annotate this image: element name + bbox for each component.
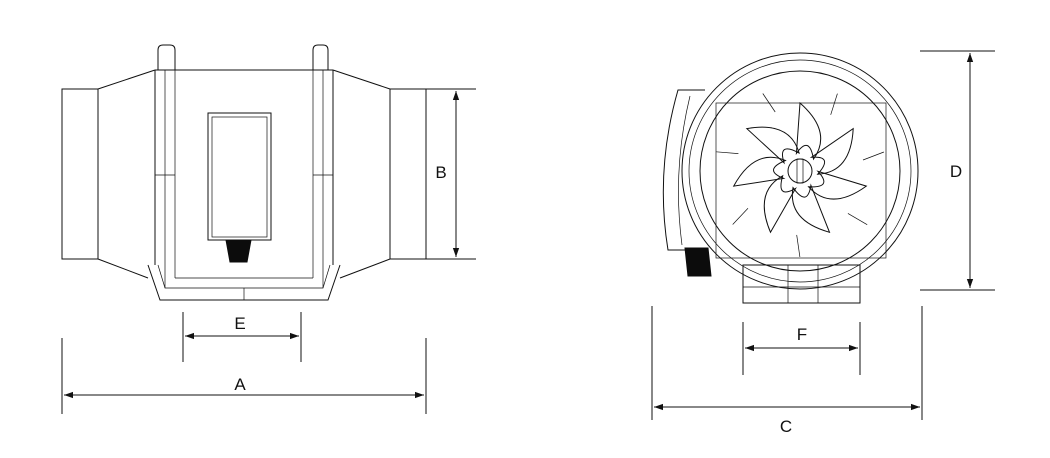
label-e: E [234, 314, 245, 333]
label-b: B [435, 163, 446, 182]
impeller-blade [809, 127, 854, 175]
impeller-blade [791, 183, 831, 234]
right-duct-spigot [389, 88, 427, 260]
outer-casing-ring [681, 52, 919, 290]
hub-slot [796, 158, 804, 184]
side-housing-outer [662, 89, 708, 251]
guide-vane [732, 208, 749, 225]
left-duct-spigot [61, 88, 99, 260]
casing-ring-2 [688, 59, 912, 283]
base-mount-detail [743, 265, 860, 303]
dimension-e: E [182, 312, 302, 362]
guide-vane [762, 93, 776, 113]
mounting-bracket-inner [157, 264, 331, 289]
inner-casing-ring [699, 70, 901, 272]
dimension-a: A [61, 338, 427, 414]
body-walls [164, 70, 324, 288]
left-top-clip [157, 44, 176, 70]
label-a: A [234, 375, 246, 394]
body-sides [154, 70, 334, 265]
terminal-box [207, 112, 272, 241]
guide-vane [847, 213, 868, 226]
right-transition [332, 69, 391, 279]
dimension-b: B [426, 88, 476, 260]
impeller-blade [795, 101, 822, 161]
front-view: F C D [651, 50, 995, 436]
impeller-blade [807, 170, 868, 200]
terminal-box-inner [211, 116, 268, 238]
label-d: D [950, 162, 962, 181]
guide-vane [796, 234, 801, 258]
cable-gland [225, 239, 252, 263]
impeller-frame [715, 102, 887, 259]
side-view: E A B [61, 44, 476, 414]
guide-vane [862, 151, 885, 161]
impeller-blade [763, 174, 797, 234]
impeller-blade [745, 126, 800, 165]
dimension-d: D [920, 50, 995, 291]
base-mount [742, 264, 861, 304]
right-top-clip [312, 44, 329, 70]
label-f: F [797, 325, 807, 344]
label-c: C [780, 417, 792, 436]
impeller-blade [732, 156, 787, 187]
guide-vane [716, 151, 739, 154]
impeller-blades [716, 93, 885, 258]
left-transition [97, 69, 156, 279]
dimension-c: C [651, 306, 923, 436]
dimension-f: F [742, 322, 861, 375]
guide-vane [830, 93, 838, 115]
side-housing-inner [678, 95, 691, 246]
front-cable-gland [684, 247, 712, 277]
hub [787, 158, 813, 184]
